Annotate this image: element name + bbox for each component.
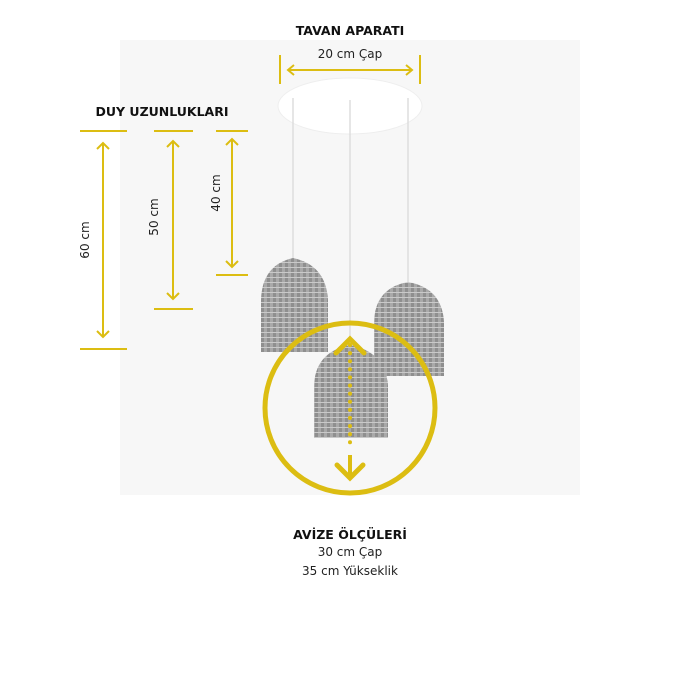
- canopy-diameter: 20 cm Çap: [318, 47, 383, 61]
- shade-title: AVİZE ÖLÇÜLERİ: [293, 527, 407, 542]
- cord-lengths-title: DUY UZUNLUKLARI: [95, 104, 228, 119]
- pendant-shade-right: [374, 282, 444, 376]
- pendant-shade-left: [261, 258, 328, 352]
- canopy-diameter-arrow: [279, 55, 421, 84]
- cord-length-40: 40 cm: [209, 174, 223, 211]
- cord-length-60: 60 cm: [78, 221, 92, 258]
- shade-highlight-circle: [262, 320, 438, 496]
- pendant-shade-center: [314, 345, 388, 438]
- cord-length-50: 50 cm: [147, 198, 161, 235]
- canopy-title: TAVAN APARATI: [296, 23, 405, 38]
- shade-diameter: 30 cm Çap: [318, 545, 383, 559]
- shade-height: 35 cm Yükseklik: [302, 564, 398, 578]
- cord-length-arrows: [80, 130, 248, 350]
- cords: [292, 98, 409, 345]
